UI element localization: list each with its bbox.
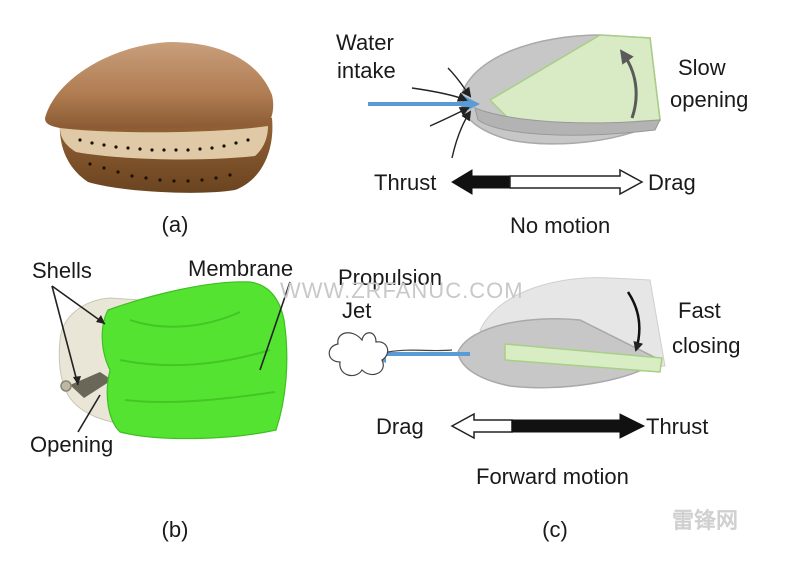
membrane-folds bbox=[119, 311, 276, 403]
scallop-mantle-band bbox=[60, 126, 268, 160]
label-forward-motion: Forward motion bbox=[476, 464, 629, 489]
label-closing: closing bbox=[672, 333, 740, 358]
label-water: Water bbox=[336, 30, 394, 55]
caption-c: (c) bbox=[542, 517, 568, 542]
label-thrust-bottom: Thrust bbox=[646, 414, 708, 439]
panel-c-bottom-closing: Propulsion Jet Fast closing Drag Thrust … bbox=[328, 265, 740, 542]
panel-c-top-opening: Water intake Slow opening Thrust Drag No… bbox=[336, 30, 748, 238]
label-opening: Opening bbox=[30, 432, 113, 457]
drag-arrow-white-bottom bbox=[450, 412, 513, 440]
scallop-upper-shell bbox=[45, 42, 274, 129]
label-drag-bottom: Drag bbox=[376, 414, 424, 439]
caption-b: (b) bbox=[162, 517, 189, 542]
label-thrust-top: Thrust bbox=[374, 170, 436, 195]
panel-a-scallop-photo: (a) bbox=[45, 42, 274, 237]
label-drag-top: Drag bbox=[648, 170, 696, 195]
intake-flow-line-4 bbox=[451, 110, 472, 159]
watermark-text: WWW.ZRFANUC.COM bbox=[280, 278, 524, 303]
thrust-arrow-black bbox=[451, 169, 511, 195]
pointer-shells-2 bbox=[51, 285, 79, 386]
label-slow: Slow bbox=[678, 55, 726, 80]
pointer-membrane bbox=[259, 281, 291, 371]
arrowtip-shells-2 bbox=[73, 376, 81, 385]
panel-b-robot: Shells Membrane Opening (b) bbox=[30, 256, 293, 542]
label-fast: Fast bbox=[678, 298, 721, 323]
bottom-green-membrane bbox=[504, 343, 663, 373]
arrowtip-shells-1 bbox=[96, 315, 105, 324]
scallop-eye-dots bbox=[78, 138, 250, 183]
robot-opening-slot bbox=[70, 372, 112, 398]
label-no-motion: No motion bbox=[510, 213, 610, 238]
intake-flow-line-2 bbox=[411, 87, 468, 102]
jet-flow-line bbox=[387, 349, 453, 353]
robot-hinge-screw bbox=[60, 380, 72, 392]
robot-green-membrane bbox=[101, 281, 288, 440]
thrust-arrow-black-bottom bbox=[511, 413, 646, 439]
jet-puff-cloud bbox=[328, 332, 389, 377]
label-propulsion: Propulsion bbox=[338, 265, 442, 290]
intake-flow-line-3 bbox=[429, 107, 470, 127]
label-jet: Jet bbox=[342, 298, 371, 323]
pointer-opening bbox=[77, 394, 101, 433]
drag-arrow-white bbox=[509, 168, 644, 196]
top-lower-valve bbox=[474, 107, 661, 136]
fast-closing-arrow bbox=[626, 291, 644, 352]
caption-a: (a) bbox=[162, 212, 189, 237]
logo-watermark: 雷锋网 bbox=[672, 508, 738, 533]
label-opening-c: opening bbox=[670, 87, 748, 112]
pointer-shells-1 bbox=[51, 285, 106, 325]
slow-opening-curved-arrow bbox=[619, 49, 638, 119]
label-membrane: Membrane bbox=[188, 256, 293, 281]
label-shells: Shells bbox=[32, 258, 92, 283]
intake-flow-line-1 bbox=[447, 67, 472, 98]
label-intake: intake bbox=[337, 58, 396, 83]
